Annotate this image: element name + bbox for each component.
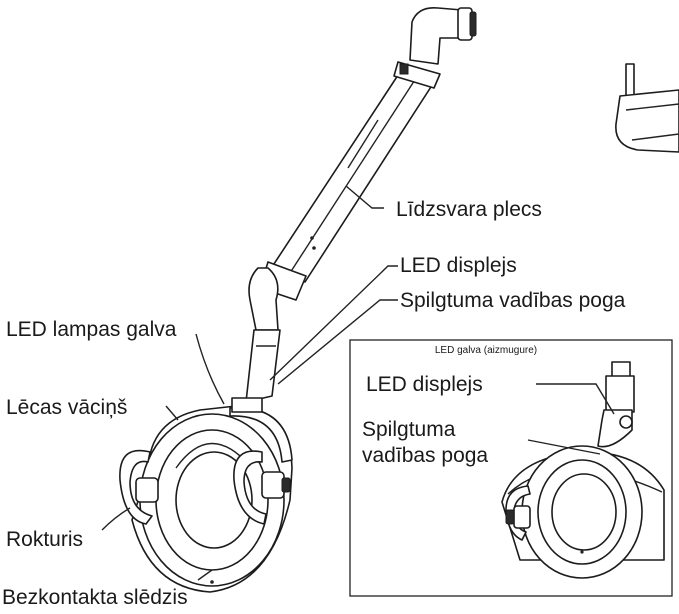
handle-left <box>119 449 159 525</box>
label-brightness-button: Spilgtuma vadības poga <box>400 289 626 312</box>
leader-lines <box>101 185 398 581</box>
label-led-lamp-head: LED lampas galva <box>6 318 177 341</box>
inset-panel: LED galva (aizmugure) LED displejs Spilg… <box>349 339 673 597</box>
inset-title: LED galva (aizmugure) <box>435 345 537 356</box>
inset-label-brightness-line2: vadības poga <box>362 444 488 467</box>
inset-label-led-display: LED displejs <box>366 373 483 396</box>
label-handle: Rokturis <box>6 528 83 551</box>
label-led-display: LED displejs <box>400 254 517 277</box>
label-counterbalance-arm: Līdzsvara plecs <box>396 198 542 221</box>
lamp-yoke <box>229 397 293 463</box>
vertical-post <box>245 267 281 403</box>
label-lens-cap: Lēcas vāciņš <box>6 396 127 419</box>
handle-right <box>233 450 291 525</box>
label-contactless-switch: Bezkontakta slēdzis <box>2 586 188 609</box>
inset-label-brightness-line1: Spilgtuma <box>362 418 456 441</box>
mount-elbow <box>409 6 477 65</box>
detail-partial <box>615 63 679 153</box>
inset-lamp <box>501 361 665 579</box>
